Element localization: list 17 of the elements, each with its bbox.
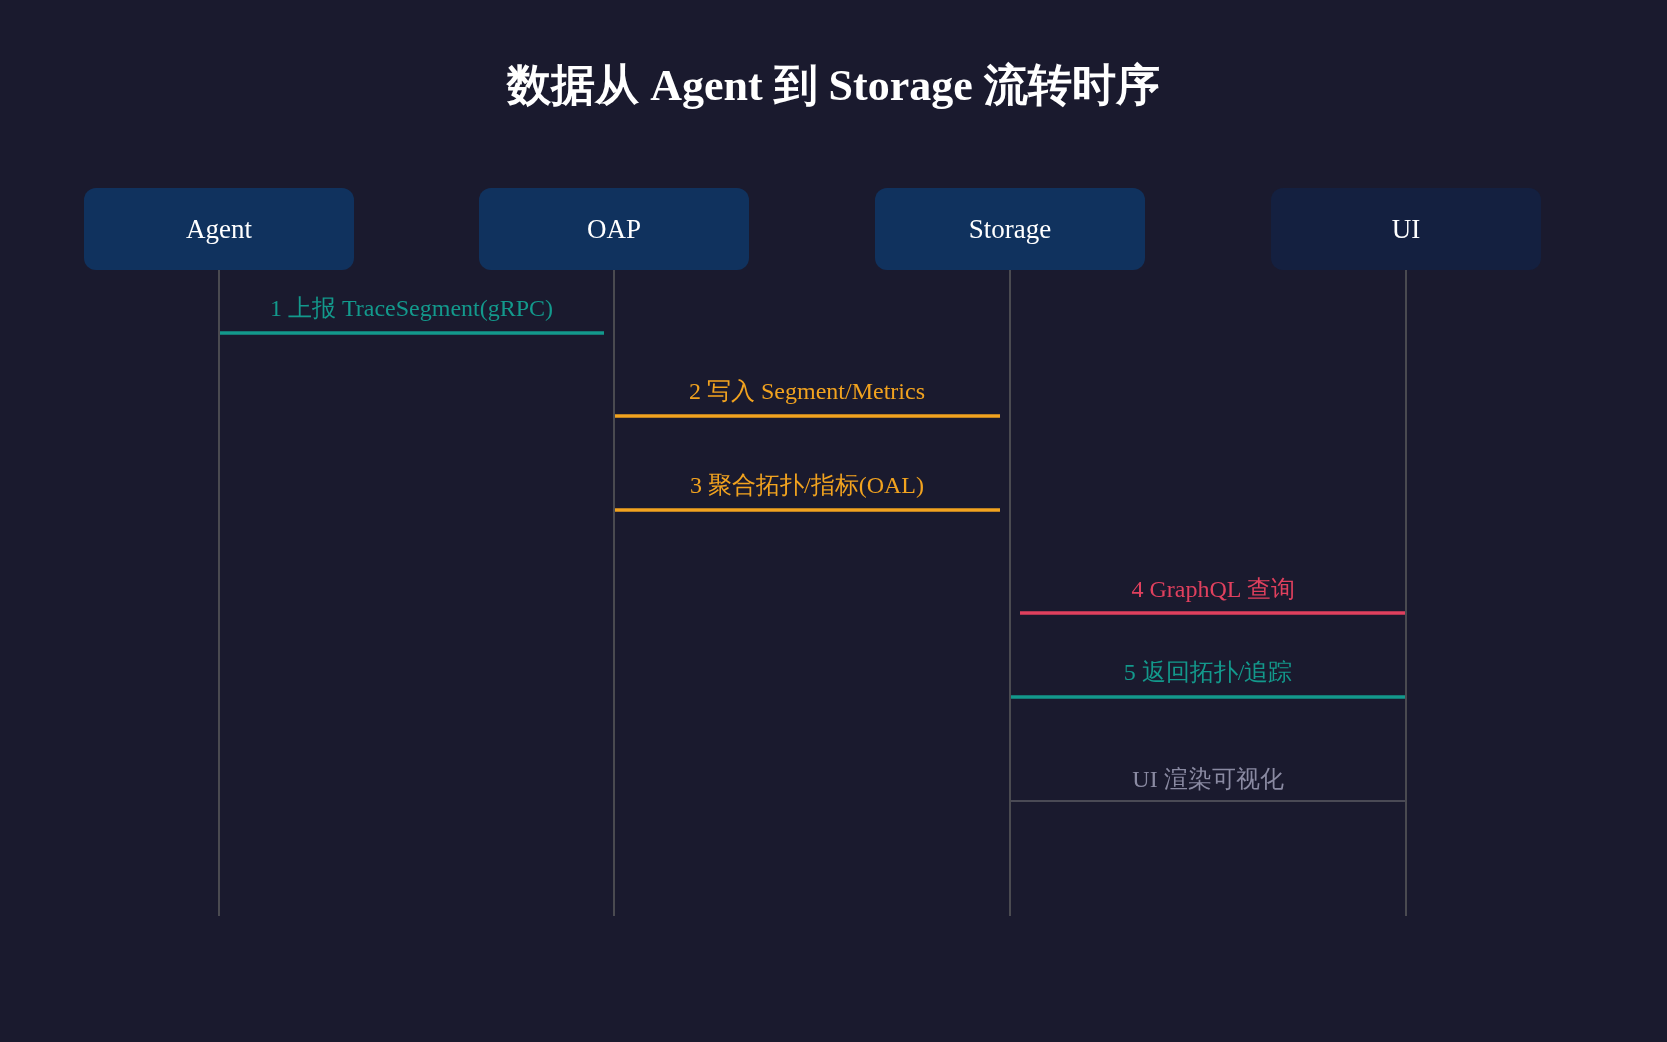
title: 数据从 Agent 到 Storage 流转时序 <box>507 61 1160 110</box>
edge-label: 4 GraphQL 查询 <box>1131 575 1295 603</box>
edge-label: 3 聚合拓扑/指标(OAL) <box>690 471 924 499</box>
edge-label: 2 写入 Segment/Metrics <box>689 377 925 405</box>
edge-label: 1 上报 TraceSegment(gRPC) <box>269 294 554 322</box>
message-line <box>1010 695 1406 699</box>
edge-label: 5 返回拓扑/追踪 <box>1123 658 1293 686</box>
participant-box: Storage <box>875 188 1145 270</box>
participant-box: OAP <box>479 188 749 270</box>
message-line <box>219 331 604 335</box>
edge-label: UI 渲染可视化 <box>1132 765 1284 793</box>
message-line <box>1020 611 1406 615</box>
participant-box: UI <box>1271 188 1541 270</box>
message-line <box>1009 800 1407 802</box>
message-line <box>614 508 1000 512</box>
message-line <box>614 414 1000 418</box>
participant-box: Agent <box>84 188 354 270</box>
